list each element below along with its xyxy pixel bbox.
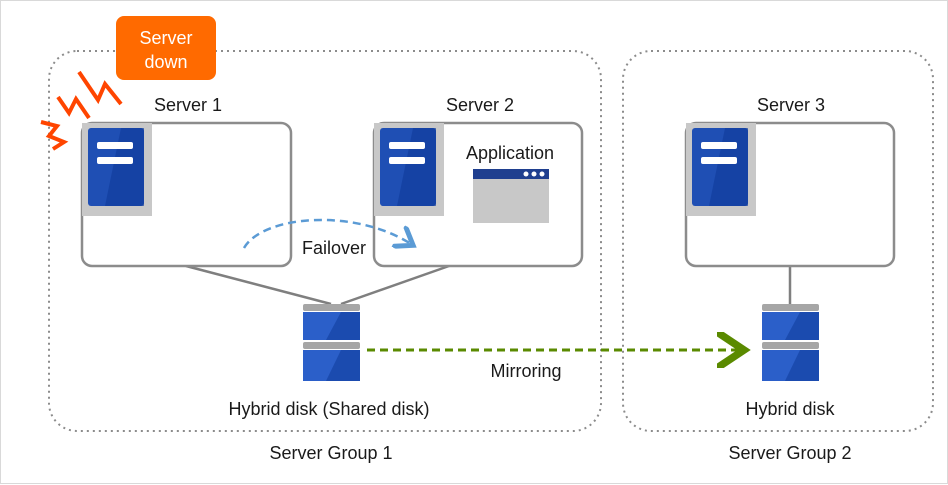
mirror-hybrid-disk-label: Hybrid disk [745, 399, 835, 419]
server-down-badge-line1: Server [139, 28, 192, 48]
server-group-2-frame [622, 50, 934, 432]
server-3-icon [686, 123, 756, 216]
server-2-icon [374, 123, 444, 216]
application-window-icon [473, 169, 549, 223]
mirror-hybrid-disk-icon [762, 304, 819, 381]
failover-label: Failover [302, 238, 366, 258]
server-3-label: Server 3 [757, 95, 825, 115]
mirroring-label: Mirroring [490, 361, 561, 381]
lightning-icon [40, 70, 123, 151]
server1-disk-link [185, 264, 332, 306]
server-2-label: Server 2 [446, 95, 514, 115]
server2-disk-link [340, 264, 450, 306]
server-down-badge-line2: down [144, 52, 187, 72]
server-1-label: Server 1 [154, 95, 222, 115]
server-group-1-label: Server Group 1 [269, 443, 392, 463]
server-down-badge [116, 16, 216, 80]
application-label: Application [466, 143, 554, 163]
server-group-2-label: Server Group 2 [728, 443, 851, 463]
shared-hybrid-disk-icon [303, 304, 360, 381]
failover-arrow [242, 218, 411, 248]
server-1-icon [82, 123, 152, 216]
server-group-1-frame [48, 50, 602, 432]
shared-hybrid-disk-label: Hybrid disk (Shared disk) [228, 399, 429, 419]
